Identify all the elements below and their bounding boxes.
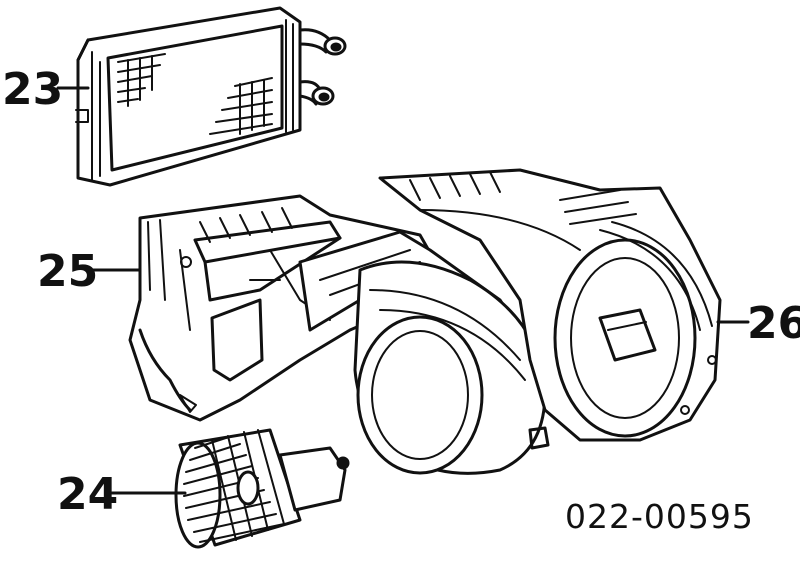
callout-25: 25 [37,246,98,297]
callout-23: 23 [2,64,63,115]
blower-fan-part [174,428,350,549]
callout-24: 24 [57,469,118,520]
callout-26: 26 [747,298,800,349]
heater-core-part [75,6,347,187]
leader-lines [56,86,750,495]
catalog-number: 022-00595 [565,497,754,536]
blower-housing-part [353,260,550,475]
blower-case-part [378,168,722,442]
